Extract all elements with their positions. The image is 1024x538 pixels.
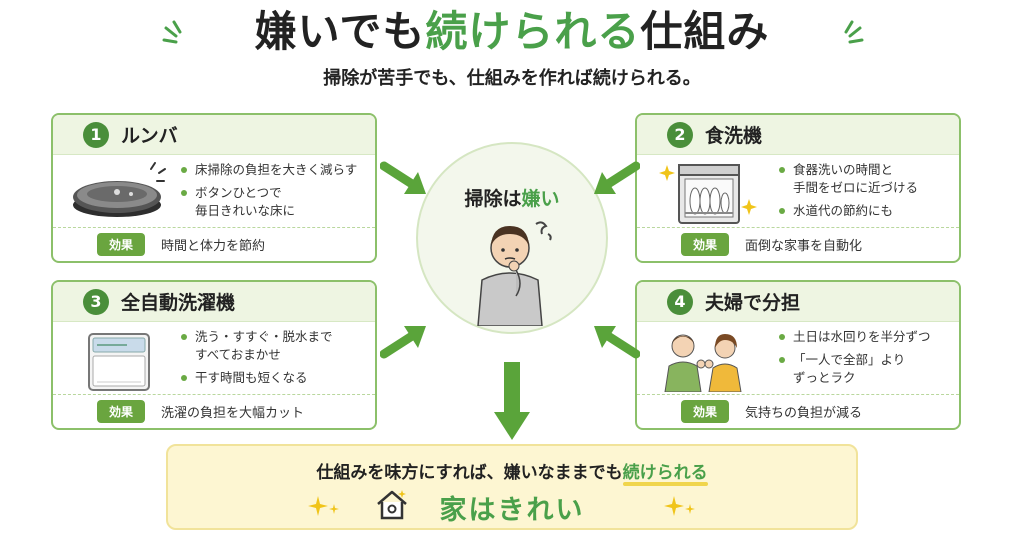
arrow-from-roomba-icon	[380, 161, 426, 194]
spark-left-icon	[162, 20, 182, 44]
card-title: 全自動洗濯機	[121, 292, 236, 314]
card-number: 2	[667, 121, 693, 148]
subtitle: 掃除が苦手でも、仕組みを作れば続けられる。	[0, 66, 1024, 92]
title-highlight: 続けられる	[425, 7, 641, 56]
bullet-item: 水道代の節約にも	[779, 202, 959, 220]
title-part2: 仕組み	[640, 7, 770, 56]
bullet-list: 洗う・すすぐ・脱水まで すべておまかせ 干す時間も短くなる	[181, 328, 371, 392]
card-body: 食器洗いの時間と 手間をゼロに近づける 水道代の節約にも	[637, 155, 959, 229]
effect-badge: 効果	[97, 233, 146, 256]
bullet-item: 洗う・すすぐ・脱水まで すべておまかせ	[181, 328, 371, 364]
card-header: 2 食洗機	[637, 115, 959, 155]
card-number: 4	[667, 288, 693, 315]
washing-machine-icon	[88, 333, 150, 391]
sparkle-right-icon	[664, 496, 695, 516]
couple-icon	[664, 334, 742, 392]
arrow-from-couple-icon	[594, 326, 640, 359]
arrow-from-washing-machine-icon	[380, 326, 426, 359]
arrow-from-dishwasher-icon	[594, 161, 640, 194]
effect-badge: 効果	[97, 400, 146, 423]
page-title: 嫌いでも続けられる仕組み	[0, 6, 1024, 58]
conclusion-line1-text: 仕組みを味方にすれば、嫌いなままでも	[316, 463, 623, 483]
card-body: 土日は水回りを半分ずつ 「一人で全部」より ずっとラク	[637, 322, 959, 396]
center-label: 掃除は嫌い	[418, 184, 606, 211]
card-body: 床掃除の負担を大きく減らす ボタンひとつで 毎日きれいな床に	[53, 155, 375, 229]
effect-badge: 効果	[681, 233, 730, 256]
effect-badge: 効果	[681, 400, 730, 423]
effect-row: 効果 時間と体力を節約	[53, 227, 375, 261]
center-label-part1: 掃除は	[464, 188, 522, 210]
bullet-list: 床掃除の負担を大きく減らす ボタンひとつで 毎日きれいな床に	[181, 161, 371, 225]
card-header: 3 全自動洗濯機	[53, 282, 375, 322]
card-washing-machine: 3 全自動洗濯機 洗う・すすぐ・脱水まで すべておまかせ 干す時間も短くなる 効…	[51, 280, 377, 430]
center-label-highlight: 嫌い	[521, 188, 560, 210]
card-couple: 4 夫婦で分担 土日は水回りを半分ずつ 「一人で全部」より ずっとラク 効果 気…	[635, 280, 961, 430]
title-part1: 嫌いでも	[254, 7, 426, 56]
dishwasher-icon	[659, 164, 757, 224]
card-title: ルンバ	[121, 125, 178, 147]
card-roomba: 1 ルンバ 床掃除の負担を大きく減らす ボタンひとつで 毎日きれいな床に 効果 …	[51, 113, 377, 263]
bullet-list: 食器洗いの時間と 手間をゼロに近づける 水道代の節約にも	[779, 161, 959, 225]
effect-row: 効果 面倒な家事を自動化	[637, 227, 959, 261]
card-body: 洗う・すすぐ・脱水まで すべておまかせ 干す時間も短くなる	[53, 322, 375, 396]
conclusion-box: 仕組みを味方にすれば、嫌いなままでも続けられる 家はきれい	[166, 444, 858, 530]
card-title: 食洗機	[705, 125, 763, 147]
card-number: 1	[83, 121, 109, 148]
bullet-item: 床掃除の負担を大きく減らす	[181, 161, 371, 179]
effect-text: 気持ちの負担が減る	[745, 406, 863, 421]
sparkle-left-icon	[308, 496, 339, 516]
effect-text: 面倒な家事を自動化	[745, 239, 863, 254]
card-dishwasher: 2 食洗機 食器洗いの時間と 手間をゼロに近づける 水道代の節約にも	[635, 113, 961, 263]
robot-vacuum-icon	[73, 162, 166, 217]
effect-row: 効果 洗濯の負担を大幅カット	[53, 394, 375, 428]
arrow-down-icon	[494, 362, 530, 440]
bullet-list: 土日は水回りを半分ずつ 「一人で全部」より ずっとラク	[779, 328, 959, 392]
card-header: 4 夫婦で分担	[637, 282, 959, 322]
house-icon	[377, 490, 407, 520]
bullet-item: 食器洗いの時間と 手間をゼロに近づける	[779, 161, 959, 197]
effect-text: 洗濯の負担を大幅カット	[161, 406, 305, 421]
card-number: 3	[83, 288, 109, 315]
subtitle-text: 掃除が苦手でも、仕組みを作れば続けられる。	[319, 66, 706, 92]
effect-row: 効果 気持ちの負担が減る	[637, 394, 959, 428]
effect-text: 時間と体力を節約	[161, 239, 266, 254]
bullet-item: ボタンひとつで 毎日きれいな床に	[181, 184, 371, 220]
conclusion-line1-highlight: 続けられる	[622, 463, 708, 483]
conclusion-line1: 仕組みを味方にすれば、嫌いなままでも続けられる	[168, 458, 856, 483]
bullet-item: 「一人で全部」より ずっとラク	[779, 351, 959, 387]
bullet-item: 干す時間も短くなる	[181, 369, 371, 387]
conclusion-line2: 家はきれい	[439, 495, 585, 526]
card-header: 1 ルンバ	[53, 115, 375, 155]
center-circle: 掃除は嫌い	[416, 142, 608, 334]
thinking-person-icon	[477, 221, 552, 326]
bullet-item: 土日は水回りを半分ずつ	[779, 328, 959, 346]
spark-right-icon	[844, 20, 864, 44]
card-title: 夫婦で分担	[705, 292, 801, 314]
